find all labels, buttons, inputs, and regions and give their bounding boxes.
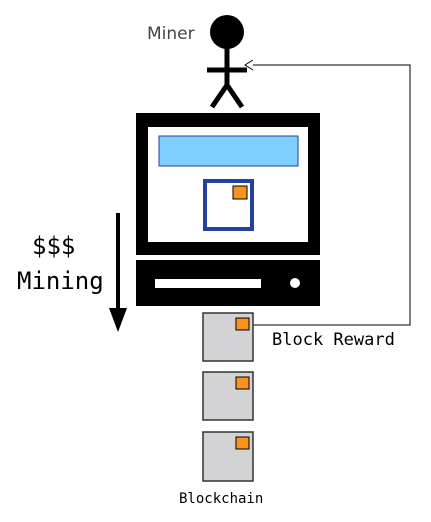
block-reward-arrow: [244, 59, 411, 326]
screen-orange-square: [232, 185, 248, 200]
block-1-icon: [202, 312, 254, 362]
mining-label: Mining: [17, 267, 104, 295]
mining-down-arrow-icon: [109, 213, 127, 332]
block-reward-label: Block Reward: [272, 330, 395, 350]
screen-bar: [158, 135, 299, 167]
block-3-icon: [202, 431, 254, 482]
miner-stick-figure-icon: [207, 15, 247, 109]
block-2-icon: [202, 371, 254, 421]
computer-monitor-icon: [136, 113, 320, 255]
money-label: $$$: [32, 232, 75, 260]
screen-block-frame: [203, 179, 254, 231]
blockchain-label: Blockchain: [179, 491, 263, 507]
computer-base-icon: [136, 260, 320, 306]
miner-label: Miner: [147, 24, 195, 44]
